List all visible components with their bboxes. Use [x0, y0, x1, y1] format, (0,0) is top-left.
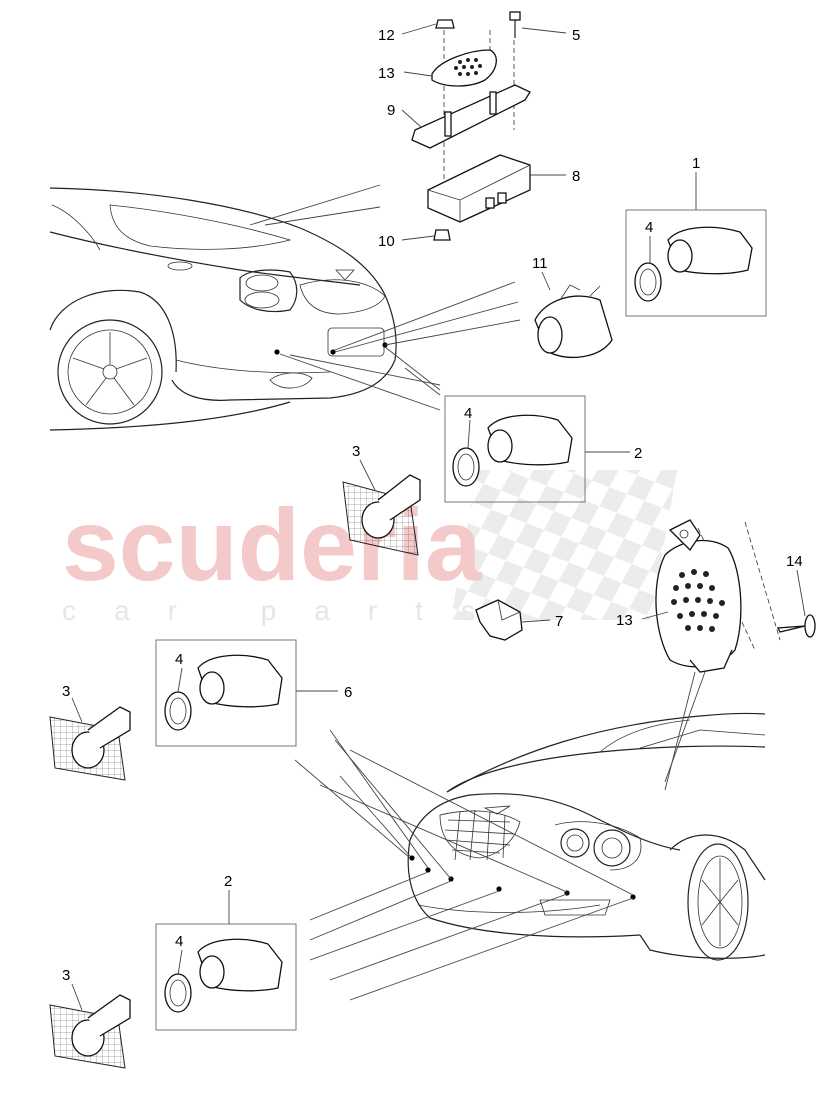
callout-12: 12 [378, 27, 395, 44]
parking-sensor-icon [164, 938, 283, 1013]
parking-sensor-icon [452, 414, 573, 487]
car-front-icon [407, 712, 766, 961]
callout-14: 14 [786, 553, 803, 570]
mounting-bracket-icon [49, 474, 421, 1069]
sensor-kit-6 [155, 639, 297, 747]
callout-5: 5 [572, 27, 580, 44]
sensor-kit-2-upper [444, 395, 586, 503]
watermark-checker-flag [450, 470, 678, 620]
clip-icon [475, 599, 523, 641]
control-unit-icon [411, 11, 531, 241]
callout-11: 11 [532, 255, 548, 272]
callout-4-kit2-lower: 4 [175, 933, 183, 950]
callout-3-upper: 3 [352, 443, 360, 460]
parking-sensor-icon [634, 226, 753, 302]
callout-6: 6 [344, 684, 352, 701]
screw-icon [776, 614, 816, 638]
callout-3-lower: 3 [62, 967, 70, 984]
sensor-holder-icon [534, 284, 613, 358]
callout-13-top: 13 [378, 65, 395, 82]
callout-8: 8 [572, 168, 580, 185]
callout-10: 10 [378, 233, 395, 250]
callout-labels: 12 5 13 9 8 10 1 4 11 4 2 3 13 14 7 4 6 … [62, 27, 803, 984]
callout-3-middle: 3 [62, 683, 70, 700]
sensor-kit-1 [625, 209, 767, 317]
watermark-tagline: car parts [62, 595, 513, 626]
callout-13-right: 13 [616, 612, 633, 629]
leader-lines [249, 184, 706, 1001]
car-rear-icon [49, 187, 397, 431]
callout-7: 7 [555, 613, 563, 630]
callout-leaders [71, 23, 806, 1011]
parking-sensor-icon [164, 654, 283, 731]
callout-2-upper: 2 [634, 445, 642, 462]
warning-buzzer-icon [655, 519, 781, 673]
callout-1: 1 [692, 155, 700, 172]
watermark-brand: scuderia [62, 488, 483, 602]
callout-9: 9 [387, 102, 395, 119]
callout-2-lower: 2 [224, 873, 232, 890]
callout-4-kit6: 4 [175, 651, 183, 668]
callout-4-kit2-upper: 4 [464, 405, 472, 422]
callout-4-kit1: 4 [645, 219, 653, 236]
